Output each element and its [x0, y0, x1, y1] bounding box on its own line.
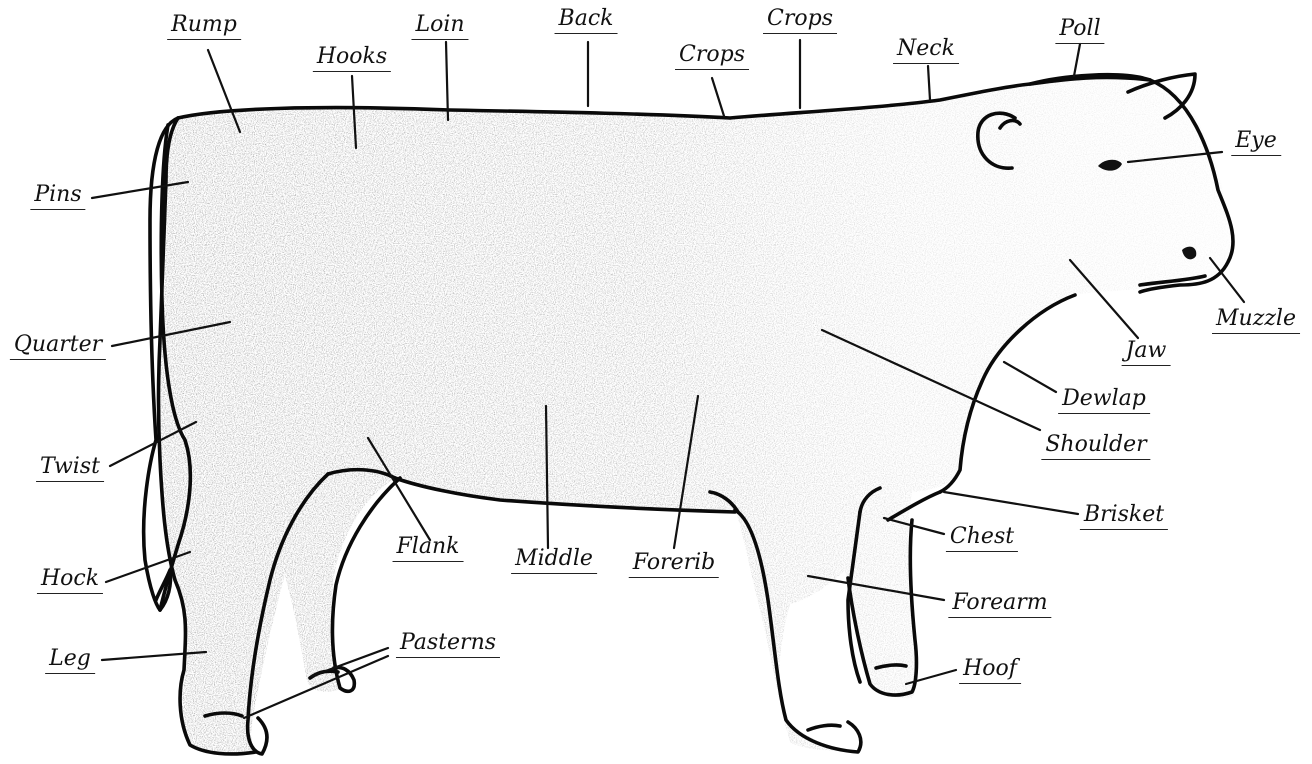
label-pins: Pins [30, 182, 85, 210]
label-dewlap: Dewlap [1058, 386, 1150, 414]
label-middle: Middle [511, 546, 597, 574]
label-shoulder: Shoulder [1041, 432, 1150, 460]
label-hock: Hock [37, 566, 103, 594]
label-jaw: Jaw [1122, 338, 1171, 366]
leader-crops-left [712, 78, 724, 116]
label-twist: Twist [36, 454, 104, 482]
label-loin: Loin [411, 12, 468, 40]
label-pasterns: Pasterns [396, 630, 500, 658]
label-forerib: Forerib [629, 550, 719, 578]
label-quarter: Quarter [10, 332, 106, 360]
label-hoof: Hoof [959, 656, 1021, 684]
leader-brisket [944, 492, 1078, 514]
label-eye: Eye [1231, 128, 1281, 156]
body-shading [150, 80, 1250, 764]
label-back: Back [555, 6, 618, 34]
label-hooks: Hooks [313, 44, 391, 72]
label-chest: Chest [946, 524, 1018, 552]
label-flank: Flank [393, 534, 464, 562]
label-muzzle: Muzzle [1212, 306, 1300, 334]
label-leg: Leg [45, 646, 95, 674]
label-crops-right: Crops [763, 6, 837, 34]
label-rump: Rump [167, 12, 241, 40]
label-neck: Neck [893, 36, 959, 64]
label-brisket: Brisket [1080, 502, 1168, 530]
label-crops-left: Crops [675, 42, 749, 70]
label-poll: Poll [1055, 16, 1104, 44]
leader-poll [1074, 44, 1080, 76]
leader-dewlap [1004, 362, 1056, 392]
label-forearm: Forearm [948, 590, 1051, 618]
leader-neck [928, 66, 930, 100]
